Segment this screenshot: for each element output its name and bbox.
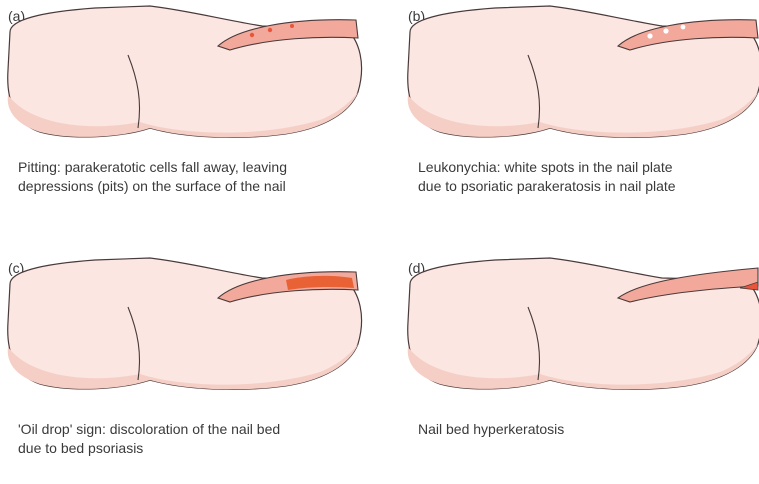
- white-spot: [663, 28, 668, 33]
- pit: [268, 28, 272, 32]
- panel-caption: Nail bed hyperkeratosis: [418, 420, 564, 439]
- pit: [250, 33, 254, 37]
- panel-leukonychia: (b) Leukonychia: white spots in the nail…: [400, 0, 759, 232]
- finger-illustration: [400, 252, 759, 402]
- finger-illustration: [0, 0, 370, 150]
- panel-caption: Pitting: parakeratotic cells fall away, …: [18, 158, 287, 196]
- panel-caption: 'Oil drop' sign: discoloration of the na…: [18, 420, 280, 458]
- panel-pitting: (a) Pitting: parakeratotic cells fall aw…: [0, 0, 379, 232]
- panel-hyperkeratosis: (d) Nail bed hyperkeratosis: [400, 252, 759, 484]
- panel-caption: Leukonychia: white spots in the nail pla…: [418, 158, 676, 196]
- pit: [290, 24, 294, 28]
- white-spot: [681, 25, 686, 30]
- finger-illustration: [400, 0, 759, 150]
- panel-oil-drop: (c) 'Oil drop' sign: discoloration of th…: [0, 252, 379, 484]
- finger-illustration: [0, 252, 370, 402]
- white-spot: [647, 33, 652, 38]
